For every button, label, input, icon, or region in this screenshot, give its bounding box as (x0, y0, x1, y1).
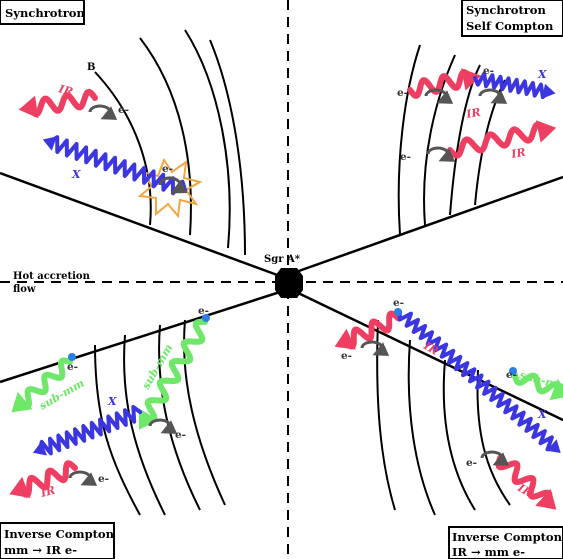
panel-title-ic-mm-line2: mm → IR e- (4, 543, 77, 557)
panel-box-bottom-right (448, 526, 563, 559)
electron-label: e- (341, 350, 352, 362)
ir-photon-arrowhead (536, 120, 557, 143)
electron-label: e- (397, 87, 408, 99)
electron-gyration-arrow (68, 470, 98, 486)
electron-label: e- (393, 297, 404, 309)
electron-label: e- (162, 163, 173, 175)
ir-label: IR (56, 82, 74, 99)
flare-burst (137, 157, 203, 219)
x-ray-photon-arrowhead (542, 83, 556, 99)
electron-gyration-arrow (158, 176, 188, 194)
electron-gyration-arrow (360, 340, 390, 356)
x-ray-photon (397, 310, 557, 452)
submm-photon-arrowhead (11, 391, 33, 413)
ir-photon-arrowhead (18, 95, 39, 119)
electron-gyration-arrow (478, 88, 508, 104)
panel-title-ic-mm-line1: Inverse Compton (4, 527, 115, 541)
electron-gyration-arrow (148, 418, 178, 434)
magnetic-field-label: B (87, 62, 95, 73)
panel-title-ssc-line2: Self Compton (466, 19, 554, 33)
x-ray-photon-arrowhead (42, 136, 57, 151)
electron-label: e- (198, 305, 209, 317)
submm-photon (17, 357, 73, 410)
x-label: X (537, 68, 547, 81)
photon-waves (9, 68, 563, 510)
ir-label: IR (464, 106, 481, 121)
ir-label: IR (38, 484, 56, 501)
ir-photon (407, 69, 473, 99)
submm-photon (512, 372, 563, 395)
sgr-a-star-label: Sgr A* (264, 254, 301, 265)
jet-line-bottom-right (295, 290, 563, 422)
electron-dot (68, 353, 76, 361)
x-ray-photon (38, 405, 142, 456)
ir-photon-arrowhead (461, 68, 482, 91)
electron-label: e- (483, 65, 494, 77)
electron-label: e- (175, 429, 186, 441)
black-hole (275, 268, 303, 298)
electron-label: e- (118, 104, 129, 116)
electron-gyration-arrow (424, 88, 454, 104)
electron-gyration-arrow (426, 146, 456, 162)
electron-label: e- (400, 151, 411, 163)
jet-line-top-left (0, 171, 281, 278)
ir-photon (342, 310, 401, 350)
hot-flow-label-line1: Hot accretion (13, 271, 91, 282)
electron-label: e- (98, 473, 109, 485)
panel-box-bottom-left (0, 522, 115, 559)
electron-dot (509, 367, 517, 375)
ir-photon-arrowhead (535, 489, 557, 510)
electron-label: e- (506, 369, 517, 381)
panel-title-ssc-line1: Synchrotron (466, 3, 546, 17)
ir-photon (27, 88, 98, 118)
electron-label: e- (466, 457, 477, 469)
panel-box-top-left (0, 0, 85, 25)
electron-labels: e- e- e- e- e- e- e- e- e- e- e- e- e- (67, 65, 517, 485)
electron-dot (202, 314, 210, 322)
panel-title-ic-ir-line2: IR → mm e- (452, 545, 525, 559)
electron-dots (68, 308, 517, 375)
electron-gyration-arrow (88, 104, 118, 120)
x-ray-photon (473, 71, 550, 100)
field-lines-top-left (94, 29, 246, 256)
panel-title-ic-ir-line1: Inverse Compton (452, 530, 563, 544)
x-label: X (537, 408, 547, 421)
ir-label: IR (509, 146, 526, 161)
ir-photon (447, 121, 548, 159)
hot-flow-label-line2: flow (13, 284, 36, 295)
electron-label: e- (67, 361, 78, 373)
submm-photon-arrowhead (138, 408, 159, 430)
ir-photon-arrowhead (334, 328, 356, 350)
submm-photon-arrowhead (549, 378, 563, 401)
ir-photon-arrowhead (9, 476, 31, 498)
panel-title-synchrotron: Synchrotron (5, 6, 85, 20)
ir-photon (17, 460, 78, 498)
panel-box-top-right (461, 0, 563, 37)
x-ray-photon-arrowhead (546, 439, 561, 453)
x-label: X (107, 395, 117, 408)
x-label: X (71, 168, 81, 181)
electron-dot (394, 308, 402, 316)
jet-line-bottom-left (0, 290, 281, 384)
electron-gyrations (68, 88, 510, 486)
electron-gyration-arrow (480, 450, 510, 466)
x-ray-photon-arrowhead (32, 441, 47, 456)
jet-line-top-right (295, 175, 563, 274)
submm-photon (142, 318, 208, 424)
